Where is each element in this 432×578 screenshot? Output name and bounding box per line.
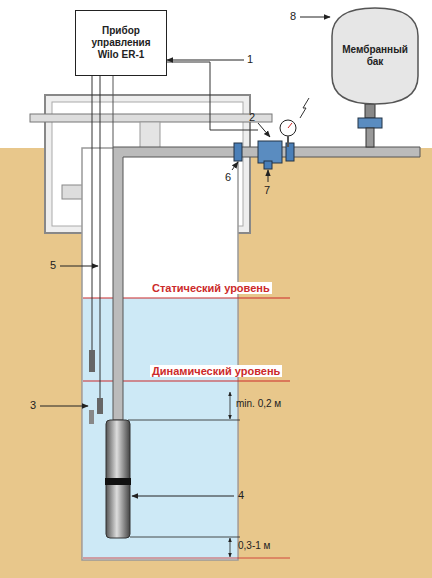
callout-number: 5: [50, 259, 56, 271]
node-text: Прибор управления Wilo ER-1: [81, 25, 161, 61]
level-label: Статический уровень: [150, 282, 272, 294]
level-label: Динамический уровень: [150, 365, 282, 377]
callout-number: 4: [238, 489, 244, 501]
node-text: Мембранный бак: [342, 44, 408, 68]
callout-number: 8: [290, 10, 296, 22]
membrane-tank: Мембранный бак: [330, 6, 420, 106]
dimension-label: 0,3-1 м: [238, 540, 270, 551]
callout-number: 6: [225, 171, 231, 183]
callout-number: 2: [249, 111, 255, 123]
callout-number: 7: [264, 184, 270, 196]
control-box: Прибор управления Wilo ER-1: [75, 10, 167, 76]
callout-number: 1: [247, 53, 253, 65]
dimension-label: min. 0,2 м: [236, 398, 281, 409]
callout-number: 3: [30, 399, 36, 411]
